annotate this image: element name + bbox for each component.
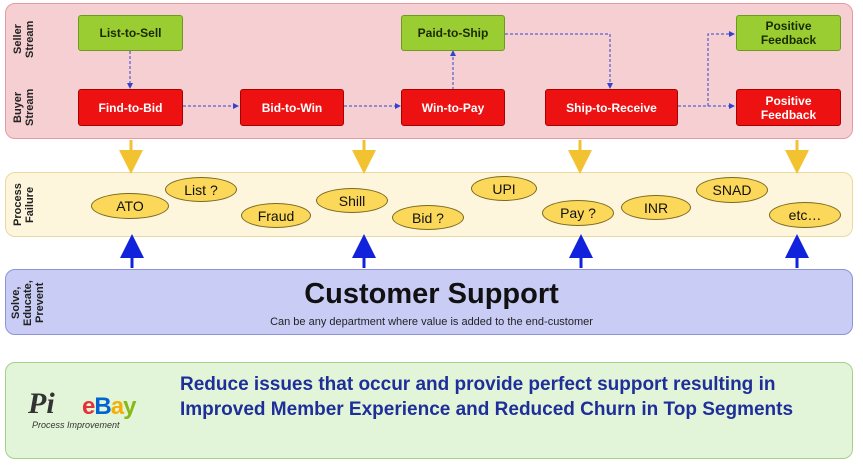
- ebay-letter-y: y: [123, 393, 136, 420]
- failure-ato: ATO: [91, 193, 169, 219]
- step-bid-to-win: Bid-to-Win: [240, 89, 344, 126]
- failure-snad: SNAD: [696, 177, 768, 203]
- failure-inr: INR: [621, 195, 691, 220]
- failure-shill: Shill: [316, 188, 388, 213]
- pi-ebay-logo: Pi eBay Process Improvement: [28, 387, 173, 432]
- customer-support-band: [5, 269, 853, 335]
- step-find-to-bid: Find-to-Bid: [78, 89, 183, 126]
- step-ship-to-receive: Ship-to-Receive: [545, 89, 678, 126]
- ebay-wordmark: eBay: [82, 393, 136, 421]
- logo-caption: Process Improvement: [32, 420, 120, 430]
- customer-support-title: Customer Support: [304, 278, 559, 310]
- ebay-letter-b: B: [94, 393, 111, 420]
- step-win-to-pay: Win-to-Pay: [401, 89, 505, 126]
- failure-list: List ?: [165, 177, 237, 202]
- summary-band: [5, 362, 853, 459]
- arrow-to-seller-feedback: [707, 31, 735, 106]
- step-list-to-sell: List-to-Sell: [78, 15, 183, 51]
- failure-fraud: Fraud: [241, 203, 311, 228]
- step-positive-feedback-buyer: Positive Feedback: [736, 89, 841, 126]
- failure-upi: UPI: [471, 176, 537, 201]
- arrow-paid-to-ship: [505, 33, 613, 89]
- failure-pay: Pay ?: [542, 200, 614, 226]
- customer-support-subtitle: Can be any department where value is add…: [270, 316, 593, 328]
- summary-text: Reduce issues that occur and provide per…: [180, 374, 794, 420]
- ebay-letter-e: e: [82, 393, 95, 420]
- failure-bid: Bid ?: [392, 205, 464, 230]
- ebay-letter-a: a: [110, 393, 124, 420]
- step-positive-feedback-seller: Positive Feedback: [736, 15, 841, 51]
- step-paid-to-ship: Paid-to-Ship: [401, 15, 505, 51]
- failure-etc: etc…: [769, 202, 841, 228]
- pi-mark: Pi: [28, 387, 55, 420]
